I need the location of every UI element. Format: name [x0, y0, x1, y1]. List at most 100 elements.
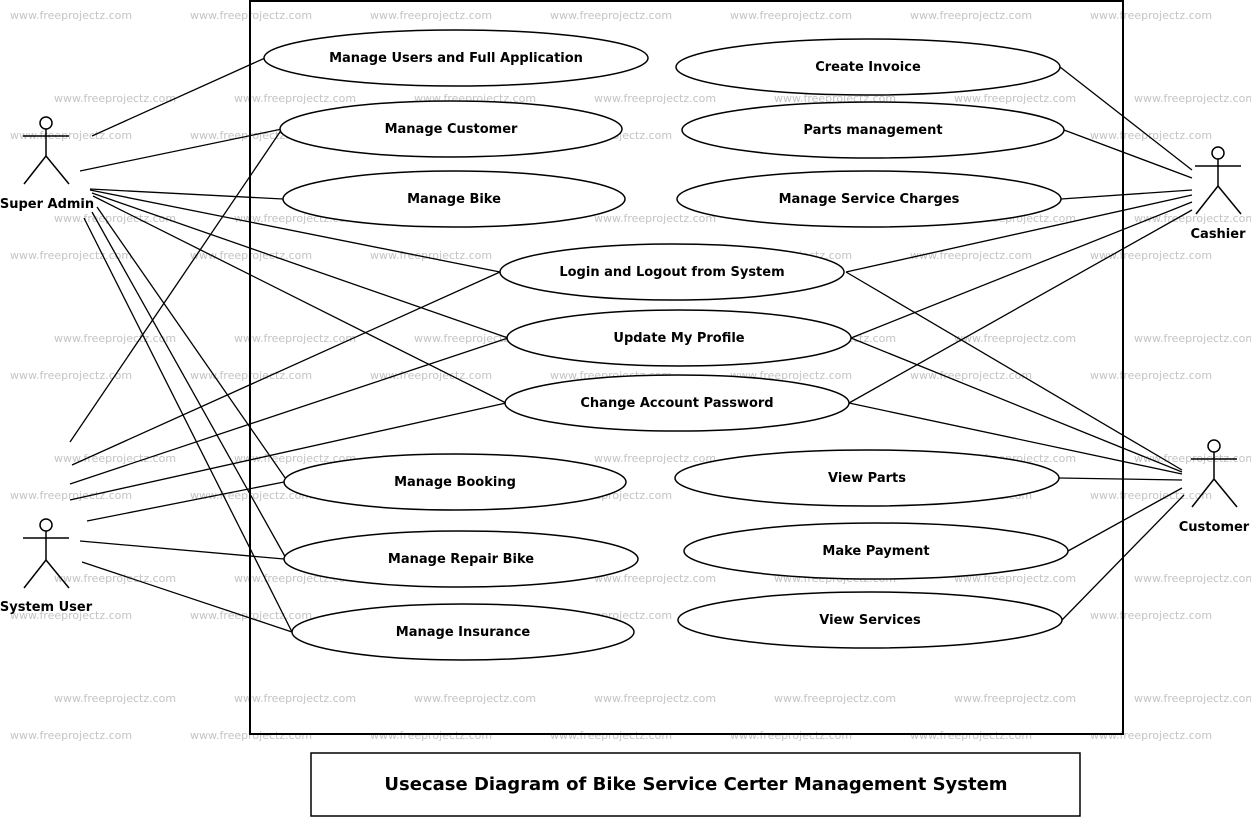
- association-line: [1058, 477, 1183, 481]
- usecase-manage-customer[interactable]: Manage Customer: [279, 100, 623, 158]
- usecase-manage-users-label: Manage Users and Full Application: [329, 51, 583, 66]
- watermark-text: www.freeprojectz.com: [954, 692, 1076, 705]
- watermark-text: www.freeprojectz.com: [954, 572, 1076, 585]
- watermark-text: www.freeprojectz.com: [234, 452, 356, 465]
- watermark-text: www.freeprojectz.com: [370, 369, 492, 382]
- watermark-text: www.freeprojectz.com: [370, 729, 492, 742]
- watermark-text: www.freeprojectz.com: [1090, 369, 1212, 382]
- association-line: [81, 561, 293, 633]
- watermark-text: www.freeprojectz.com: [1090, 249, 1212, 262]
- watermark-text: www.freeprojectz.com: [54, 692, 176, 705]
- watermark-text: www.freeprojectz.com: [54, 92, 176, 105]
- association-line: [96, 206, 289, 483]
- watermark-text: www.freeprojectz.com: [594, 92, 716, 105]
- watermark-text: www.freeprojectz.com: [1134, 92, 1251, 105]
- watermark-text: www.freeprojectz.com: [730, 729, 852, 742]
- usecase-make-payment[interactable]: Make Payment: [683, 522, 1069, 580]
- usecase-manage-booking[interactable]: Manage Booking: [283, 453, 627, 511]
- association-line: [89, 188, 284, 200]
- watermark-text: www.freeprojectz.com: [1090, 609, 1212, 622]
- usecase-parts-management[interactable]: Parts management: [681, 101, 1065, 159]
- watermark-text: www.freeprojectz.com: [774, 692, 896, 705]
- usecase-manage-service-charges[interactable]: Manage Service Charges: [676, 170, 1062, 228]
- association-line: [850, 201, 1193, 339]
- watermark-text: www.freeprojectz.com: [190, 9, 312, 22]
- stick-figure-icon: [23, 116, 70, 185]
- watermark-text: www.freeprojectz.com: [954, 332, 1076, 345]
- usecase-login-logout-label: Login and Logout from System: [559, 265, 784, 280]
- actor-cashier-label: Cashier: [1191, 227, 1247, 242]
- usecase-change-password-label: Change Account Password: [580, 396, 773, 411]
- watermark-text: www.freeprojectz.com: [594, 452, 716, 465]
- usecase-change-password[interactable]: Change Account Password: [504, 374, 850, 432]
- actor-super-admin-label: Super Admin: [0, 197, 94, 212]
- watermark-text: www.freeprojectz.com: [730, 9, 852, 22]
- usecase-login-logout[interactable]: Login and Logout from System: [499, 243, 845, 301]
- association-line: [845, 271, 1183, 471]
- association-line: [848, 402, 1183, 475]
- association-line: [89, 189, 501, 273]
- association-line: [1060, 189, 1193, 200]
- association-line: [91, 211, 288, 561]
- actor-super-admin[interactable]: Super Admin: [0, 116, 94, 212]
- actor-system-user-label: System User: [0, 600, 93, 615]
- usecase-view-parts[interactable]: View Parts: [674, 449, 1060, 507]
- watermark-text: www.freeprojectz.com: [10, 729, 132, 742]
- watermark-text: www.freeprojectz.com: [594, 692, 716, 705]
- watermark-text: www.freeprojectz.com: [370, 9, 492, 22]
- watermark-text: www.freeprojectz.com: [910, 9, 1032, 22]
- association-line: [848, 209, 1193, 404]
- watermark-text: www.freeprojectz.com: [190, 249, 312, 262]
- association-line: [845, 194, 1193, 273]
- watermark-text: www.freeprojectz.com: [1134, 572, 1251, 585]
- caption-text: Usecase Diagram of Bike Service Certer M…: [384, 774, 1007, 795]
- association-line: [86, 481, 285, 522]
- usecase-manage-repair-bike[interactable]: Manage Repair Bike: [283, 530, 639, 588]
- watermark-text: www.freeprojectz.com: [594, 572, 716, 585]
- actor-customer[interactable]: Customer: [1179, 439, 1250, 535]
- usecase-manage-users[interactable]: Manage Users and Full Application: [263, 29, 649, 87]
- usecase-parts-management-label: Parts management: [803, 123, 942, 138]
- watermark-text: www.freeprojectz.com: [910, 369, 1032, 382]
- association-line: [79, 128, 283, 172]
- usecase-create-invoice-label: Create Invoice: [815, 60, 921, 75]
- stick-figure-icon: [23, 518, 70, 589]
- watermark-text: www.freeprojectz.com: [954, 92, 1076, 105]
- association-line: [91, 192, 509, 339]
- usecase-update-profile[interactable]: Update My Profile: [506, 309, 852, 367]
- watermark-text: www.freeprojectz.com: [1134, 332, 1251, 345]
- watermark-text: www.freeprojectz.com: [10, 489, 132, 502]
- association-line: [69, 402, 507, 501]
- association-line: [79, 540, 285, 560]
- watermark-text: www.freeprojectz.com: [234, 332, 356, 345]
- association-line: [69, 128, 283, 443]
- usecase-manage-repair-bike-label: Manage Repair Bike: [388, 552, 534, 567]
- watermark-text: www.freeprojectz.com: [1134, 692, 1251, 705]
- usecase-view-services[interactable]: View Services: [677, 591, 1063, 649]
- usecase-manage-insurance[interactable]: Manage Insurance: [291, 603, 635, 661]
- watermark-text: www.freeprojectz.com: [910, 729, 1032, 742]
- watermark-text: www.freeprojectz.com: [910, 249, 1032, 262]
- association-line: [92, 195, 507, 404]
- usecase-manage-bike[interactable]: Manage Bike: [282, 170, 626, 228]
- watermark-text: www.freeprojectz.com: [414, 692, 536, 705]
- watermark-text: www.freeprojectz.com: [190, 609, 312, 622]
- watermark-text: www.freeprojectz.com: [190, 729, 312, 742]
- actor-customer-label: Customer: [1179, 520, 1250, 535]
- association-line: [850, 337, 1183, 473]
- usecase-create-invoice[interactable]: Create Invoice: [675, 38, 1061, 96]
- watermark-text: www.freeprojectz.com: [594, 212, 716, 225]
- watermark-text: www.freeprojectz.com: [1134, 212, 1251, 225]
- associations: [69, 57, 1193, 633]
- watermark-text: www.freeprojectz.com: [54, 452, 176, 465]
- actor-cashier[interactable]: Cashier: [1191, 146, 1247, 242]
- watermark-text: www.freeprojectz.com: [370, 249, 492, 262]
- actor-system-user[interactable]: System User: [0, 518, 93, 615]
- watermark-text: www.freeprojectz.com: [550, 729, 672, 742]
- watermark-text: www.freeprojectz.com: [10, 9, 132, 22]
- usecase-manage-service-charges-label: Manage Service Charges: [779, 192, 960, 207]
- usecase-manage-bike-label: Manage Bike: [407, 192, 501, 207]
- watermark-text: www.freeprojectz.com: [54, 332, 176, 345]
- usecase-view-parts-label: View Parts: [828, 471, 906, 486]
